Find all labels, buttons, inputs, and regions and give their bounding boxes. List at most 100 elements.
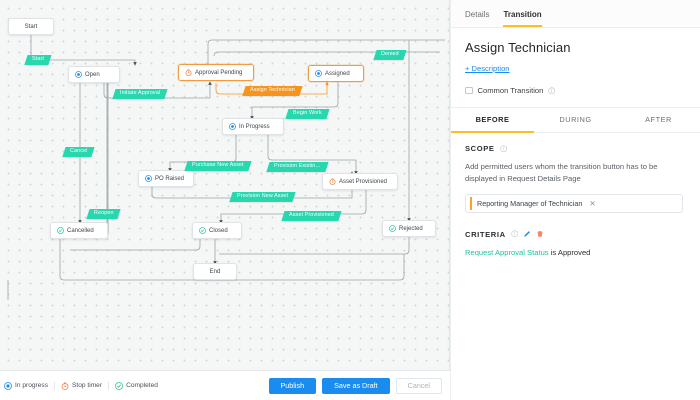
node-label: End (209, 268, 221, 275)
edge-label-initiate-approval[interactable]: Initiate Approval (112, 89, 168, 99)
legend-item-in-progress: In progress (4, 381, 54, 390)
node-approval-pending[interactable]: Approval Pending (178, 64, 254, 81)
panel-body: SCOPE Add permitted users whom the trans… (451, 133, 700, 257)
common-transition-checkbox[interactable] (465, 86, 473, 95)
node-label: Cancelled (67, 227, 94, 234)
tab-before[interactable]: BEFORE (451, 108, 534, 133)
panel-tabs: Details Transition (451, 0, 700, 28)
info-icon[interactable] (511, 230, 519, 238)
check-green-icon (199, 227, 206, 234)
scope-chip[interactable]: Reporting Manager of Technician ✕ (470, 196, 601, 210)
footer-actions: Publish Save as Draft Cancel (268, 377, 442, 394)
workflow-canvas-pane: Start Open Approval Pending Assigned (0, 0, 450, 400)
criteria-heading: CRITERIA (465, 229, 506, 239)
node-label: Start (24, 23, 38, 30)
info-icon[interactable] (499, 145, 508, 153)
check-green-icon (389, 225, 396, 232)
edge-label-asset-provisioned[interactable]: Asset Provisioned (281, 211, 342, 221)
criteria-field: Request Approval Status (465, 247, 549, 257)
node-end[interactable]: End (193, 263, 237, 280)
node-label: PO Raised (155, 175, 185, 182)
scope-heading-row: SCOPE (465, 144, 686, 153)
node-closed[interactable]: Closed (192, 222, 242, 239)
node-label: In Progress (239, 123, 270, 130)
tab-transition[interactable]: Transition (503, 11, 542, 27)
common-transition-row[interactable]: Common Transition (451, 73, 700, 107)
legend-item-completed: Completed (108, 381, 164, 390)
legend-label: Completed (126, 382, 158, 389)
clock-blue-icon (75, 71, 82, 78)
canvas-footer: In progress Stop timer Completed Publish (0, 370, 450, 400)
node-label: Asset Provisioned (339, 178, 388, 185)
legend-item-stop-timer: Stop timer (54, 381, 108, 390)
criteria-heading-row: CRITERIA (465, 230, 686, 239)
node-open[interactable]: Open (68, 66, 120, 83)
tab-details[interactable]: Details (465, 10, 490, 19)
edge-label-text: Start (32, 56, 44, 63)
clock-blue-icon (145, 175, 152, 182)
status-legend: In progress Stop timer Completed (4, 381, 164, 390)
edge-label-text: Cancel (70, 148, 88, 155)
edge-label-text: Initiate Approval (120, 90, 161, 97)
check-green-icon (57, 227, 64, 234)
node-po-raised[interactable]: PO Raised (138, 170, 194, 187)
publish-button[interactable]: Publish (268, 377, 317, 394)
common-transition-label: Common Transition (477, 86, 544, 95)
edge-label-assign-technician[interactable]: Assign Technician (242, 86, 303, 96)
edge-label-purchase-new-asset[interactable]: Purchase New Asset (184, 161, 252, 171)
node-label: Closed (209, 227, 228, 234)
edge-label-provision-existing[interactable]: Provision Existin… (266, 162, 329, 172)
node-label: Open (85, 71, 100, 78)
criteria-expression: Request Approval Status is Approved (465, 248, 686, 257)
clock-blue-icon (229, 123, 236, 130)
save-as-draft-button[interactable]: Save as Draft (322, 377, 390, 394)
edge-label-text: Assign Technician (250, 87, 295, 94)
timer-orange-icon (185, 69, 192, 76)
remove-chip-icon[interactable]: ✕ (589, 198, 596, 208)
edge-label-reopen[interactable]: Reopen (86, 209, 122, 219)
node-start[interactable]: Start (8, 18, 54, 35)
add-description-link[interactable]: + Description (465, 64, 510, 73)
tab-after[interactable]: AFTER (645, 115, 672, 124)
edge-label-text: Reopen (94, 210, 114, 217)
edge-label-provision-new-asset[interactable]: Provision New Asset (229, 192, 296, 202)
scope-chip-label: Reporting Manager of Technician (477, 198, 583, 208)
edit-criteria-icon[interactable] (523, 230, 531, 238)
node-label: Assigned (325, 70, 350, 77)
edge-label-cancel[interactable]: Cancel (62, 147, 95, 157)
edge-label-begin-work[interactable]: Begin Work (285, 109, 330, 119)
edge-label-text: Provision New Asset (237, 193, 289, 200)
delete-criteria-icon[interactable] (536, 230, 544, 238)
check-green-icon (115, 381, 123, 390)
criteria-section: CRITERIA Request Approval Status is Appr… (465, 230, 686, 257)
edge-label-text: Asset Provisioned (289, 212, 334, 219)
edge-label-text: Provision Existin… (274, 163, 321, 170)
timer-orange-icon (61, 382, 69, 390)
edge-label-start[interactable]: Start (24, 55, 52, 65)
node-in-progress[interactable]: In Progress (222, 118, 284, 135)
scope-heading: SCOPE (465, 144, 495, 153)
node-rejected[interactable]: Rejected (382, 220, 436, 237)
info-icon[interactable] (548, 87, 556, 95)
workflow-canvas[interactable]: Start Open Approval Pending Assigned (0, 0, 450, 370)
scope-input[interactable]: Reporting Manager of Technician ✕ (465, 193, 683, 213)
node-label: Rejected (399, 225, 423, 232)
transition-properties-panel: Details Transition Assign Technician + D… (450, 0, 700, 400)
node-assigned[interactable]: Assigned (308, 65, 364, 82)
edge-label-denied[interactable]: Denied (373, 50, 407, 60)
timer-orange-icon (329, 178, 336, 185)
clock-blue-icon (315, 70, 322, 77)
tab-during[interactable]: DURING (559, 115, 592, 124)
cancel-button[interactable]: Cancel (395, 377, 442, 394)
legend-label: Stop timer (72, 382, 103, 389)
edge-label-text: Purchase New Asset (192, 162, 244, 169)
node-asset-provisioned[interactable]: Asset Provisioned (322, 173, 398, 190)
node-label: Approval Pending (195, 69, 243, 76)
edge-label-text: Denied (381, 51, 399, 58)
legend-label: In progress (15, 382, 48, 389)
stage-tabs: BEFORE DURING AFTER (451, 107, 700, 133)
clock-blue-icon (4, 381, 12, 390)
criteria-operator-value: is Approved (548, 247, 591, 257)
node-cancelled[interactable]: Cancelled (50, 222, 108, 239)
